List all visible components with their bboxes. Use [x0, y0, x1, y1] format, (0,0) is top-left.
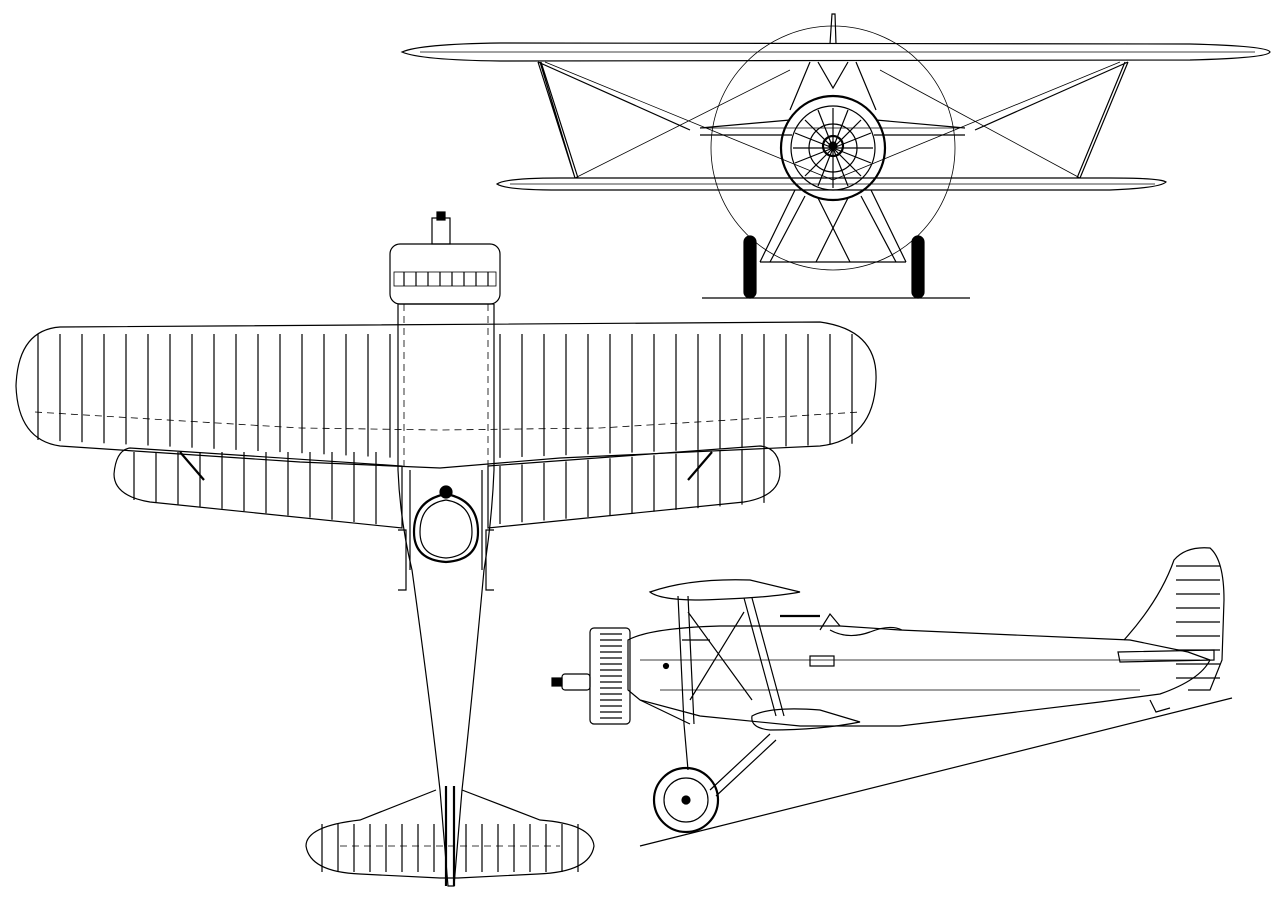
side-exhaust [809, 655, 835, 667]
top-lower-wing-ribs [133, 447, 765, 525]
cabane-struts [789, 61, 877, 111]
propeller-disk [710, 25, 956, 271]
side-engine-fins [600, 633, 622, 719]
interplane-strut-left [537, 61, 691, 179]
front-fuselage-top [699, 119, 966, 136]
side-rivet [662, 662, 670, 670]
side-propeller-hub [561, 673, 591, 691]
top-lower-wing [113, 447, 403, 529]
side-windshield [819, 612, 841, 631]
top-cockpit [412, 492, 480, 564]
top-tailplane [305, 789, 595, 879]
side-fin [1123, 547, 1225, 691]
top-upper-wing-dash [34, 411, 861, 431]
top-headrest [439, 485, 453, 499]
top-engine-cowling [389, 243, 501, 305]
front-wheel-left [743, 235, 757, 299]
side-spinner [551, 677, 563, 687]
top-interplane-strut-right [687, 451, 713, 481]
side-struts [677, 595, 785, 725]
side-fin-ribs [1176, 565, 1220, 679]
top-upper-wing [15, 321, 877, 469]
top-propeller-hub [431, 217, 451, 245]
side-tail-skid [1149, 699, 1171, 713]
top-engine-detail [403, 272, 489, 286]
engine-inner-ring [808, 123, 858, 173]
side-tailplane [1117, 649, 1215, 663]
propeller-spinner [828, 141, 838, 151]
side-fuselage [627, 625, 1211, 727]
top-fuselage [397, 304, 495, 887]
front-lower-wing [495, 177, 1167, 191]
front-gear-left [759, 189, 851, 263]
top-cabane-outline [398, 470, 494, 591]
side-wheel-inner [663, 777, 709, 823]
top-interplane-strut-left [179, 451, 205, 481]
top-spinner [436, 211, 446, 221]
top-view [15, 211, 877, 887]
side-upper-wing [648, 579, 801, 601]
engine-cowling [779, 94, 887, 202]
side-fuselage-stringer [640, 659, 1200, 691]
front-gear-right [815, 189, 907, 263]
side-lower-wing [751, 708, 861, 731]
side-cockpit [829, 626, 903, 637]
front-wheel-right [911, 235, 925, 299]
side-ground-line [639, 697, 1233, 847]
top-upper-wing-ribs [37, 334, 853, 458]
propeller-hub [821, 134, 845, 158]
bracing-wires [544, 61, 1121, 181]
top-fin [444, 786, 456, 886]
top-engine-cylinders [393, 271, 497, 287]
front-upper-wing [400, 42, 1271, 62]
top-cockpit-inner [419, 499, 473, 559]
side-view [551, 547, 1233, 847]
front-fin [829, 13, 837, 45]
side-landing-gear [639, 699, 777, 797]
side-wheel [652, 766, 720, 834]
interplane-strut-right [974, 61, 1129, 179]
top-fuselage-dash [403, 304, 489, 470]
engine-cylinders [790, 105, 876, 191]
front-view [400, 13, 1271, 299]
side-wheel-hub [681, 795, 691, 805]
top-tailplane-ribs [321, 824, 579, 872]
top-lower-wing-right [487, 445, 781, 529]
